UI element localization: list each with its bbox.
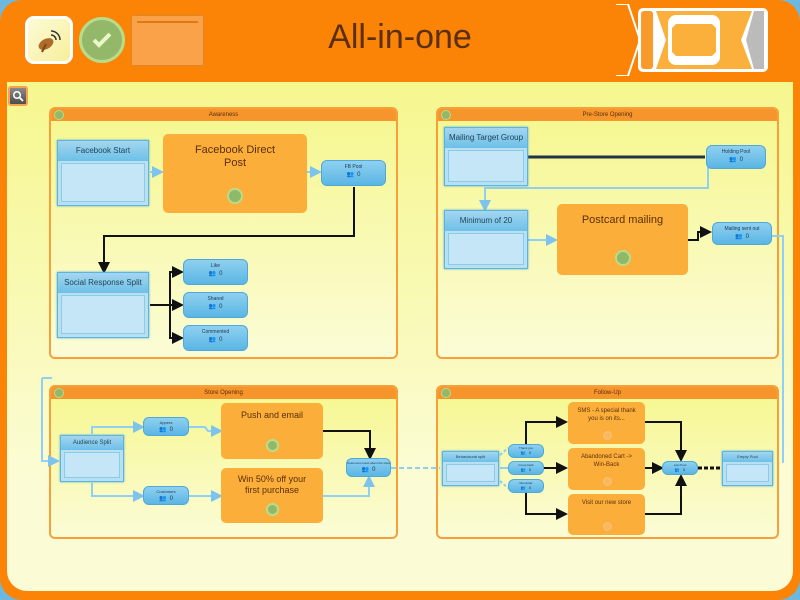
node-minimum[interactable]: Minimum of 20	[444, 210, 528, 269]
check-icon	[441, 388, 451, 398]
people-icon: 👥	[159, 427, 167, 433]
panel-header: Awareness	[51, 109, 396, 121]
success-check-icon	[227, 188, 243, 204]
pool-commented[interactable]: Commented 👥0	[183, 325, 248, 351]
pending-status-icon	[602, 477, 612, 486]
success-check-icon	[614, 250, 631, 266]
check-icon	[54, 110, 64, 120]
success-check-icon	[266, 439, 279, 452]
pool-holding[interactable]: Holding Pool 👥0	[706, 145, 766, 169]
action-postcard[interactable]: Postcard mailing	[557, 204, 688, 275]
people-icon: 👥	[159, 496, 167, 502]
pool-customers[interactable]: Customers 👥0	[143, 486, 189, 505]
people-icon: 👥	[729, 157, 737, 163]
people-icon: 👥	[208, 271, 217, 277]
people-icon: 👥	[346, 172, 355, 178]
node-empty-pool[interactable]: Empty Pool	[722, 451, 773, 486]
checkmark-icon	[92, 32, 112, 48]
pool-thank-you[interactable]: Thank you 👥0	[508, 444, 544, 458]
check-icon	[441, 110, 451, 120]
node-target-group[interactable]: Mailing Target Group	[444, 127, 528, 186]
header: All-in-one	[0, 0, 800, 80]
people-icon: 👥	[208, 304, 217, 310]
people-icon: 👥	[520, 450, 526, 456]
node-social-split[interactable]: Social Response Split	[57, 272, 149, 338]
mode-toggle[interactable]	[616, 4, 770, 76]
pool-shared[interactable]: Shared 👥0	[183, 292, 248, 318]
pool-reminder[interactable]: Reminder 👥0	[508, 479, 544, 493]
magnifier-icon	[12, 90, 24, 102]
activate-button[interactable]	[79, 17, 125, 63]
pending-status-icon	[602, 522, 612, 531]
pool-like[interactable]: Like 👥0	[183, 259, 248, 285]
pool-fb[interactable]: FB Pool 👥0	[321, 160, 386, 186]
pool-mailing-sent[interactable]: Mailing sent out 👥0	[712, 222, 772, 245]
panel-header: Store Opening	[51, 387, 396, 399]
people-icon: 👥	[735, 234, 743, 240]
action-win50[interactable]: Win 50% off your first purchase	[221, 468, 323, 523]
check-icon	[54, 388, 64, 398]
satellite-dish-icon	[38, 30, 61, 53]
search-button[interactable]	[8, 86, 28, 106]
pool-last[interactable]: Last Pool 👥0	[662, 461, 698, 475]
people-icon: 👥	[520, 485, 526, 491]
action-facebook-post[interactable]: Facebook Direct Post	[163, 134, 307, 213]
window-button[interactable]	[131, 15, 204, 66]
action-sms[interactable]: SMS - A special thank you is on its...	[568, 402, 645, 444]
pool-informed[interactable]: Customers know about the store 👥0	[346, 458, 391, 477]
app-logo-button[interactable]	[25, 16, 73, 64]
node-behavioural-split[interactable]: Behavioural split	[442, 451, 499, 486]
page-title: All-in-one	[328, 18, 472, 56]
action-push-email[interactable]: Push and email	[221, 403, 323, 459]
people-icon: 👥	[520, 467, 526, 473]
people-icon: 👥	[674, 467, 680, 473]
success-check-icon	[266, 503, 279, 516]
node-audience-split[interactable]: Audience Split	[60, 435, 124, 482]
pool-appers[interactable]: Appers 👥0	[143, 417, 189, 436]
action-visit-store[interactable]: Visit our new store	[568, 494, 645, 535]
pending-status-icon	[602, 431, 612, 440]
panel-header: Follow-Up	[438, 387, 777, 399]
action-abandoned-cart[interactable]: Abandoned Cart -> Win-Back	[568, 448, 645, 490]
node-facebook-start[interactable]: Facebook Start	[57, 140, 149, 206]
pool-come-back[interactable]: Come back 👥0	[508, 461, 544, 475]
people-icon: 👥	[361, 467, 370, 473]
people-icon: 👥	[208, 337, 217, 343]
panel-header: Pre-Store Opening	[438, 109, 777, 121]
